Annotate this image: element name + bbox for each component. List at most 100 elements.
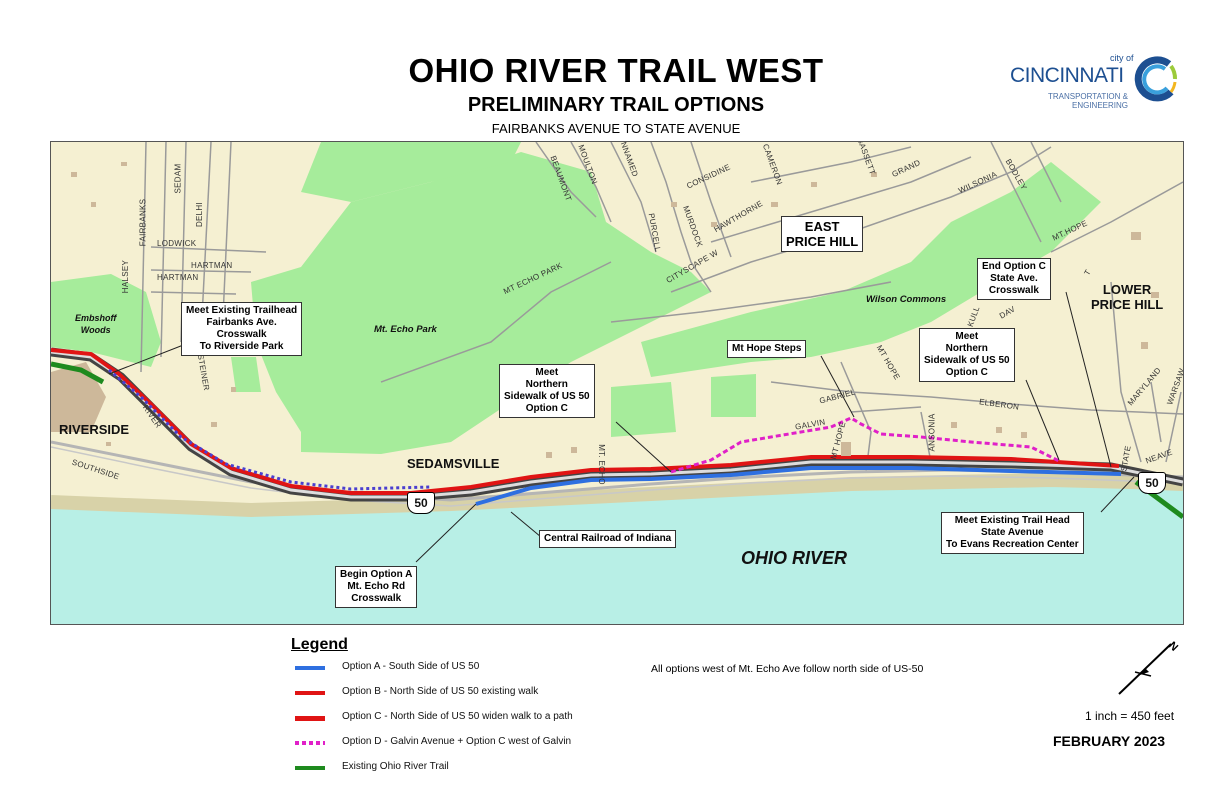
callout-begin-a-line2: Mt. Echo Rd — [347, 581, 406, 592]
area-lower-price-hill-line1: LOWER — [1102, 282, 1152, 297]
callout-trailhead-east: Meet Existing Trail Head State Avenue To… — [941, 512, 1084, 554]
callout-end-c-line2: State Ave. — [990, 273, 1038, 284]
wilson-commons-park — [641, 162, 1101, 377]
callout-north-sidewalk-west: Meet Northern Sidewalk of US 50 Option C — [499, 364, 595, 418]
street-mt-echo: MT. ECHO — [596, 444, 606, 485]
legend-label-existing-trail: Existing Ohio River Trail — [342, 761, 449, 772]
option-bc-red — [51, 348, 1120, 495]
callout-railroad: Central Railroad of Indiana — [539, 530, 677, 548]
callout-nsw-line1: Meet — [535, 367, 559, 378]
callout-trailhead-west-line2: Fairbanks Ave. — [206, 317, 277, 328]
callout-north-sidewalk-east: Meet Northern Sidewalk of US 50 Option C — [919, 328, 1015, 382]
callout-end-c-line3: Crosswalk — [988, 285, 1039, 296]
area-lower-price-hill-line2: PRICE HILL — [1091, 297, 1164, 312]
street-fairbanks: FAIRBANKS — [138, 198, 148, 247]
callout-trailhead-west: Meet Existing Trailhead Fairbanks Ave. C… — [181, 302, 303, 356]
area-lower-price-hill: LOWER PRICE HILL — [1091, 282, 1163, 312]
park-embshoff-woods: Embshoff Woods — [75, 312, 116, 336]
legend-swatch-option-a — [295, 666, 325, 670]
street-hartman-1: HARTMAN — [191, 261, 233, 270]
callout-nse-line1: Meet — [955, 331, 979, 342]
existing-trail-west — [51, 361, 105, 385]
area-ohio-river: OHIO RIVER — [741, 548, 848, 568]
options-note: All options west of Mt. Echo Ave follow … — [651, 663, 924, 675]
north-arrow-icon: N — [1118, 640, 1179, 695]
callout-nsw-line2: Northern — [525, 379, 568, 390]
option-d-magenta — [670, 416, 1062, 474]
park-patch-2 — [611, 382, 676, 437]
callout-mt-hope-steps-line1: Mt Hope Steps — [732, 343, 802, 354]
riverbank — [51, 472, 1183, 518]
riverside-building — [51, 362, 106, 432]
callout-nse-line2: Northern — [945, 343, 988, 354]
callout-end-option-c: End Option C State Ave. Crosswalk — [977, 258, 1051, 300]
park-embshoff-line2: Woods — [80, 325, 111, 335]
us-50-shield-west: 50 — [407, 492, 435, 514]
callout-leaders — [108, 291, 1135, 563]
area-east-price-hill: EAST PRICE HILL — [781, 216, 864, 252]
callout-begin-a-line1: Begin Option A — [340, 569, 413, 580]
embshoff-woods-park — [51, 274, 161, 367]
logo-dept-line1: TRANSPORTATION & — [1047, 92, 1128, 101]
callout-trailhead-west-line1: Meet Existing Trailhead — [186, 305, 298, 316]
callout-trailhead-east-line2: State Avenue — [981, 527, 1044, 538]
area-east-price-hill-line1: EAST — [804, 219, 840, 234]
callout-trailhead-east-line1: Meet Existing Trail Head — [954, 515, 1070, 526]
option-a-blue — [475, 466, 1122, 506]
legend-label-option-a: Option A - South Side of US 50 — [342, 661, 480, 672]
park-embshoff-line1: Embshoff — [75, 313, 117, 323]
legend-swatch-option-d — [295, 741, 325, 745]
map-date: FEBRUARY 2023 — [1053, 733, 1166, 749]
callout-trailhead-east-line3: To Evans Recreation Center — [946, 539, 1079, 550]
mt-echo-park-area — [251, 152, 711, 454]
logo-city-of: city of — [1110, 53, 1134, 63]
callout-nsw-line4: Option C — [525, 403, 568, 414]
buildings — [71, 162, 1159, 458]
callout-mt-hope-steps: Mt Hope Steps — [727, 340, 807, 358]
park-patch-3 — [231, 357, 261, 392]
area-sedamsville: SEDAMSVILLE — [407, 456, 500, 471]
callout-end-c-line1: End Option C — [982, 261, 1046, 272]
street-lodwick: LODWICK — [157, 239, 197, 248]
us-50-shield-east: 50 — [1138, 472, 1166, 494]
map-extent: FAIRBANKS AVENUE TO STATE AVENUE — [491, 121, 741, 136]
park-patch — [711, 374, 756, 417]
option-d-west-dotted — [108, 368, 432, 491]
area-east-price-hill-line2: PRICE HILL — [786, 234, 859, 249]
legend-swatch-option-c — [295, 716, 325, 721]
logo-c-icon — [1134, 56, 1177, 102]
legend-label-option-c: Option C - North Side of US 50 widen wal… — [342, 711, 573, 722]
cincinnati-logo: city of CINCINNATI TRANSPORTATION & ENGI… — [1005, 52, 1185, 114]
logo-dept-line2: ENGINEERING — [1071, 101, 1128, 110]
map-frame[interactable]: RIVERSIDE SEDAMSVILLE LOWER PRICE HILL E… — [50, 141, 1184, 625]
legend-label-option-d: Option D - Galvin Avenue + Option C west… — [342, 736, 572, 747]
map-title: OHIO RIVER TRAIL WEST — [408, 52, 824, 89]
legend-title: Legend — [291, 636, 348, 653]
callout-begin-a-line3: Crosswalk — [351, 593, 402, 604]
logo-name: CINCINNATI — [1010, 64, 1124, 87]
legend-swatch-existing-trail — [295, 766, 325, 770]
legend-swatch-option-b — [295, 691, 325, 695]
street-delhi: DELHI — [195, 201, 205, 228]
park-wilson-commons: Wilson Commons — [866, 294, 947, 305]
callout-begin-option-a: Begin Option A Mt. Echo Rd Crosswalk — [335, 566, 418, 608]
logo-dept: TRANSPORTATION & ENGINEERING — [1025, 92, 1128, 110]
park-mt-echo: Mt. Echo Park — [374, 324, 437, 335]
callout-trailhead-west-line4: To Riverside Park — [199, 341, 284, 352]
street-sedam: SEDAM — [173, 163, 183, 194]
street-hartman-2: HARTMAN — [157, 273, 199, 282]
callout-nsw-line3: Sidewalk of US 50 — [504, 391, 590, 402]
callout-nse-line3: Sidewalk of US 50 — [924, 355, 1010, 366]
callout-trailhead-west-line3: Crosswalk — [216, 329, 267, 340]
street-halsey: HALSEY — [121, 259, 131, 294]
ohio-river — [51, 480, 1183, 624]
legend-label-option-b: Option B - North Side of US 50 existing … — [342, 686, 539, 697]
area-riverside: RIVERSIDE — [59, 422, 130, 437]
scale-text: 1 inch = 450 feet — [1085, 709, 1175, 723]
svg-text:N: N — [1166, 640, 1179, 654]
callout-railroad-line1: Central Railroad of Indiana — [544, 533, 672, 544]
street-ansonia: ANSONIA — [927, 413, 937, 452]
north-park-area — [301, 142, 521, 202]
map-subtitle: PRELIMINARY TRAIL OPTIONS — [467, 94, 765, 116]
callout-nse-line4: Option C — [945, 367, 988, 378]
